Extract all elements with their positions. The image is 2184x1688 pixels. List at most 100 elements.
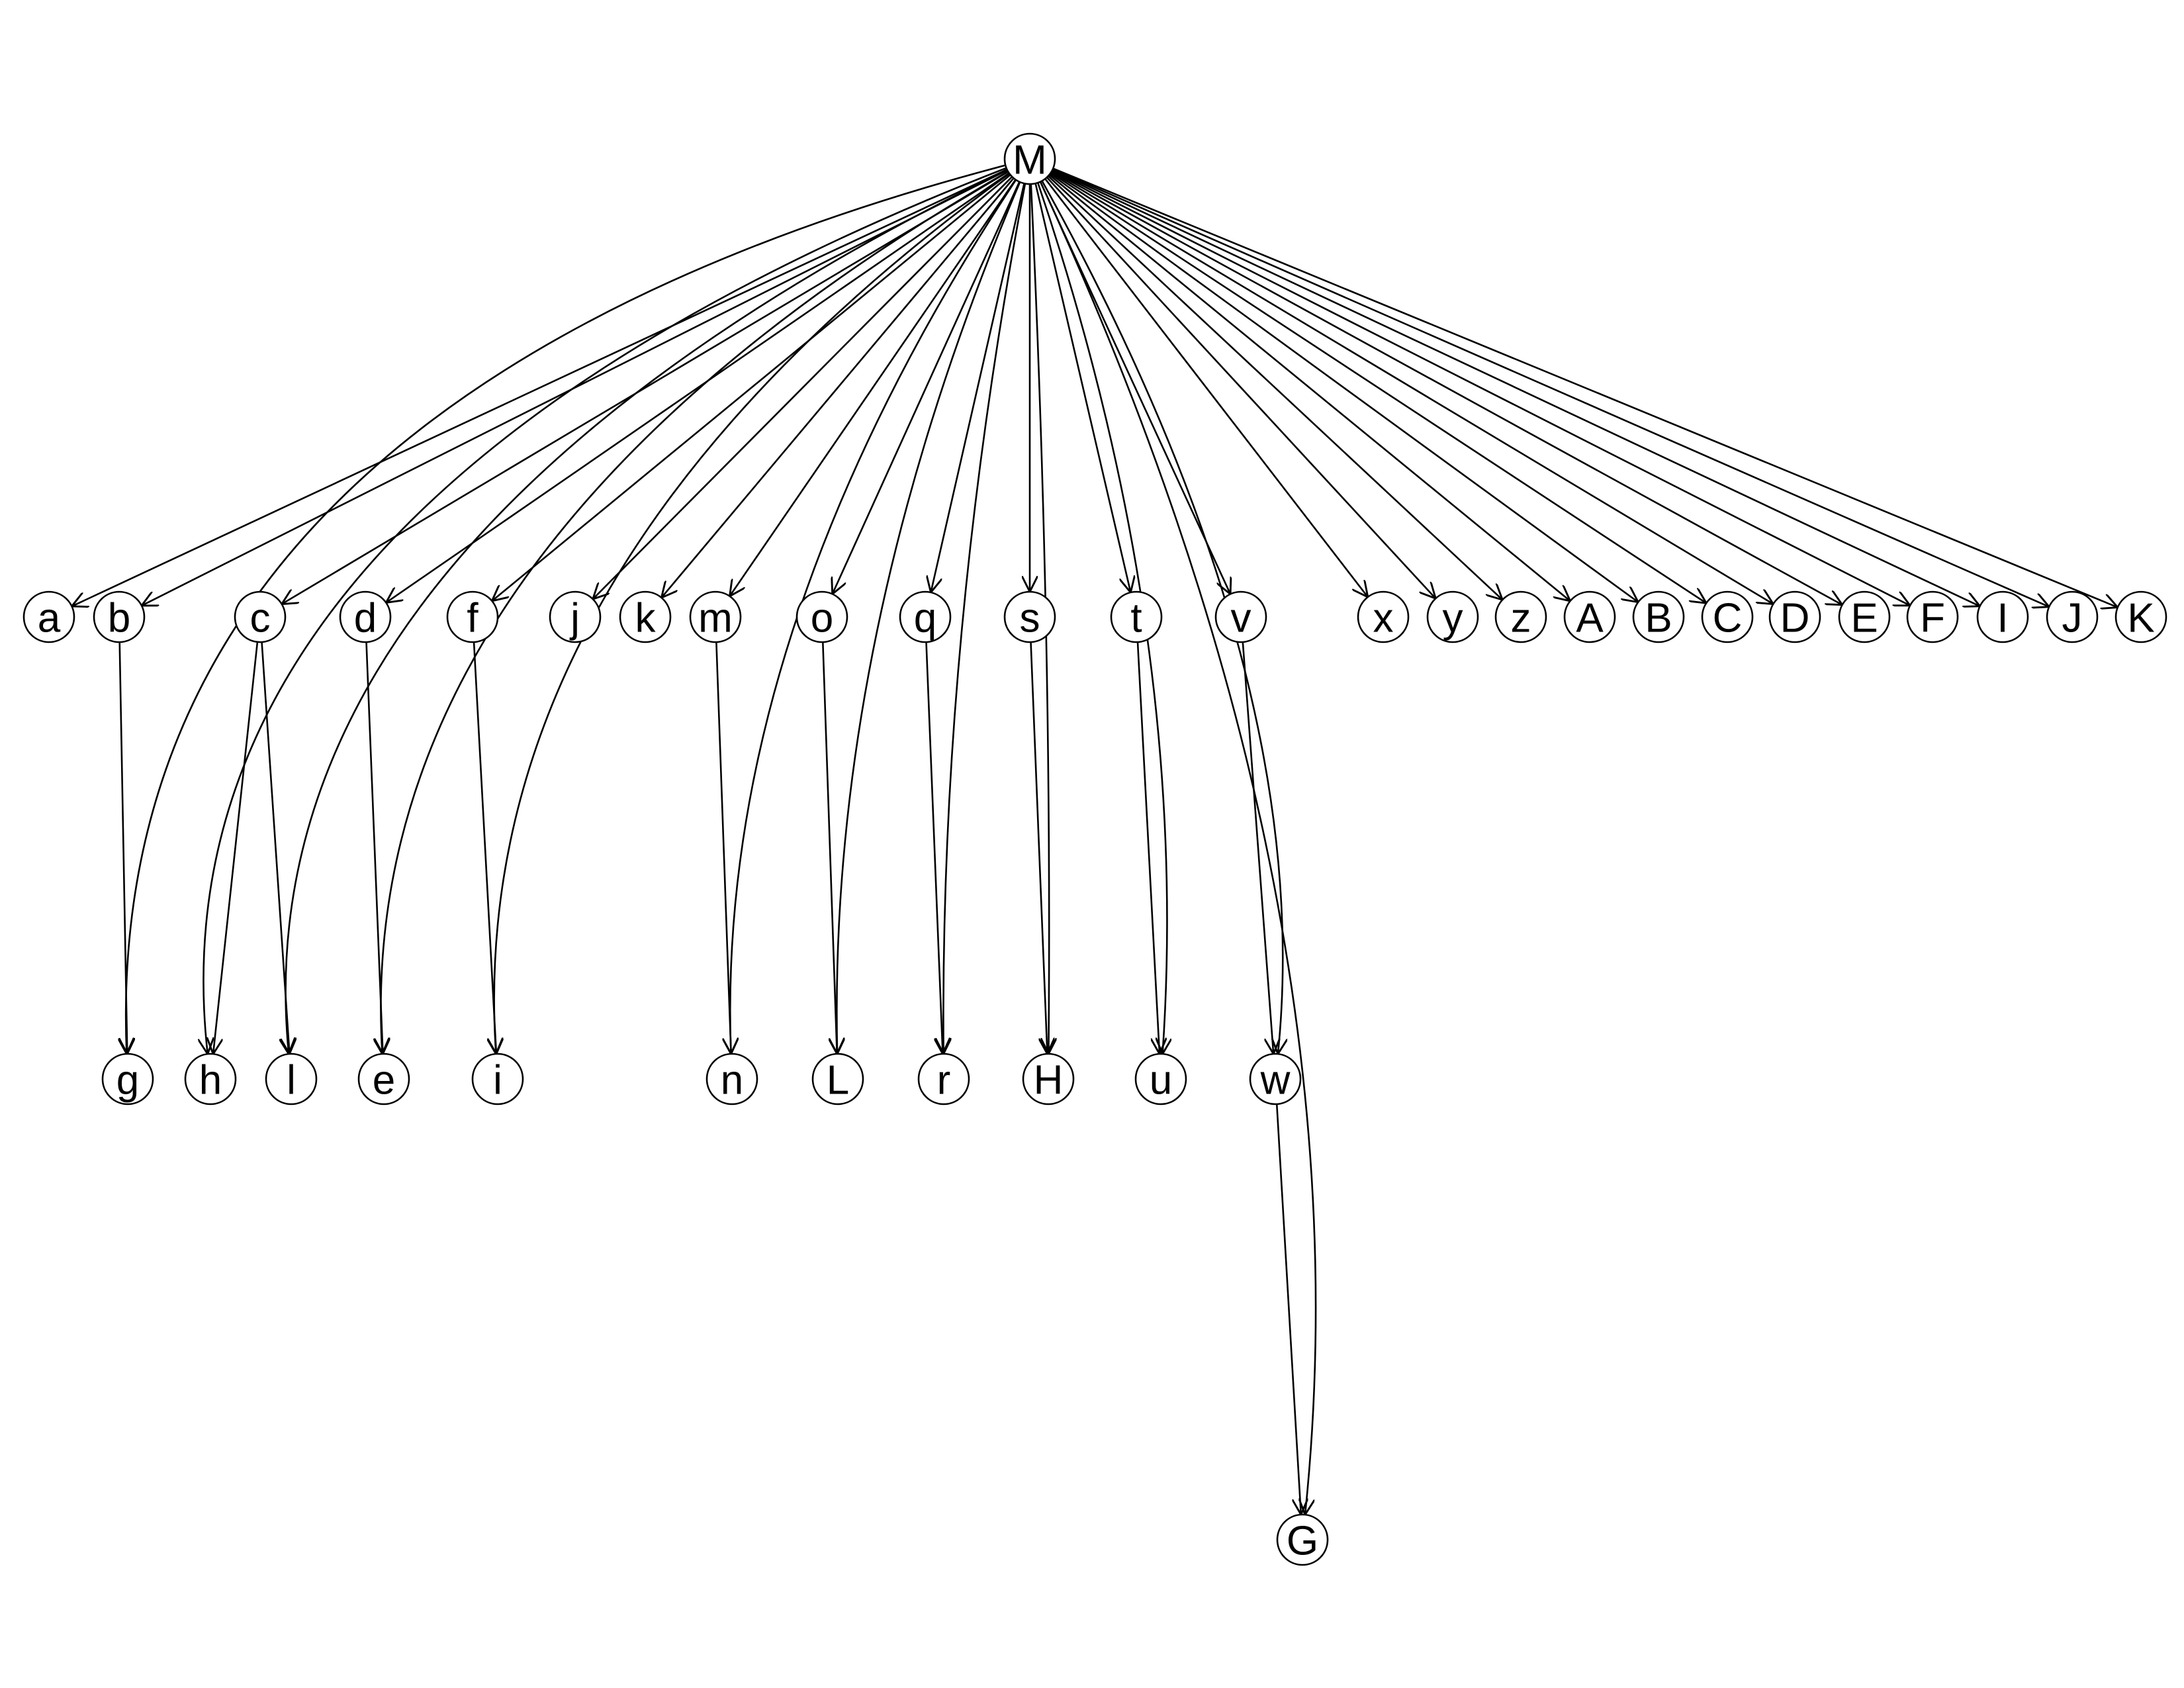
edge-M-z xyxy=(1047,175,1502,600)
node-circle-o xyxy=(796,590,848,643)
node-label-d: d xyxy=(354,596,377,641)
node-d: d xyxy=(339,590,392,643)
edge-M-a xyxy=(71,168,1008,606)
node-u: u xyxy=(1134,1053,1187,1105)
node-s: s xyxy=(1003,590,1056,643)
edge-M-t xyxy=(1034,183,1131,592)
node-label-u: u xyxy=(1150,1058,1172,1103)
node-C: C xyxy=(1701,590,1754,643)
node-label-o: o xyxy=(811,596,833,641)
node-circle-e xyxy=(357,1053,410,1105)
node-circle-i xyxy=(471,1053,524,1105)
edge-o-L xyxy=(822,641,837,1054)
edge-M-o xyxy=(833,181,1021,594)
node-E: E xyxy=(1838,590,1891,643)
node-label-F: F xyxy=(1920,596,1945,641)
edge-M-C xyxy=(1050,171,1706,603)
node-label-A: A xyxy=(1576,596,1604,641)
edge-M-j xyxy=(593,176,1013,599)
node-circle-x xyxy=(1357,590,1410,643)
node-label-f: f xyxy=(467,596,478,641)
edge-t-u xyxy=(1136,641,1160,1054)
edge-M-m xyxy=(730,179,1017,596)
edge-M-B xyxy=(1049,173,1639,602)
node-circle-f xyxy=(446,590,499,643)
node-circle-w xyxy=(1249,1053,1302,1105)
node-circle-u xyxy=(1134,1053,1187,1105)
edge-M-e xyxy=(381,170,1009,1054)
edge-M-d xyxy=(386,172,1010,603)
node-v: v xyxy=(1214,590,1267,643)
node-y: y xyxy=(1426,590,1479,643)
node-circle-g xyxy=(101,1053,154,1105)
node-label-j: j xyxy=(569,596,580,641)
node-circle-t xyxy=(1110,590,1163,643)
node-circle-k xyxy=(619,590,672,643)
node-circle-L xyxy=(811,1053,864,1105)
edge-M-n xyxy=(730,179,1017,1054)
node-circle-A xyxy=(1563,590,1616,643)
edge-w-G xyxy=(1275,1103,1301,1515)
node-D: D xyxy=(1768,590,1821,643)
edge-v-w xyxy=(1242,641,1273,1054)
node-label-B: B xyxy=(1645,596,1672,641)
edge-M-y xyxy=(1046,177,1435,598)
node-circle-b xyxy=(93,590,146,643)
node-circle-C xyxy=(1701,590,1754,643)
node-label-x: x xyxy=(1373,596,1394,641)
node-label-t: t xyxy=(1130,596,1142,641)
edge-M-g xyxy=(126,164,1006,1054)
edge-q-r xyxy=(925,641,943,1054)
node-label-y: y xyxy=(1443,596,1463,641)
node-label-G: G xyxy=(1287,1519,1318,1564)
node-n: n xyxy=(705,1053,758,1105)
node-label-J: J xyxy=(2062,596,2083,641)
node-label-e: e xyxy=(373,1058,395,1103)
node-circle-D xyxy=(1768,590,1821,643)
edge-M-c xyxy=(282,171,1009,604)
node-x: x xyxy=(1357,590,1410,643)
node-b: b xyxy=(93,590,146,643)
node-m: m xyxy=(689,590,742,643)
node-e: e xyxy=(357,1053,410,1105)
node-circle-h xyxy=(184,1053,237,1105)
node-label-h: h xyxy=(199,1058,222,1103)
edge-M-f xyxy=(492,174,1011,601)
node-c: c xyxy=(234,590,287,643)
node-A: A xyxy=(1563,590,1616,643)
node-label-I: I xyxy=(1997,596,2008,641)
edge-f-i xyxy=(473,641,496,1054)
node-circle-d xyxy=(339,590,392,643)
node-label-E: E xyxy=(1850,596,1878,641)
node-circle-l xyxy=(265,1053,318,1105)
node-j: j xyxy=(549,590,602,643)
edge-M-k xyxy=(661,177,1015,598)
node-k: k xyxy=(619,590,672,643)
node-label-s: s xyxy=(1020,596,1040,641)
node-circle-s xyxy=(1003,590,1056,643)
node-M: M xyxy=(1003,132,1056,185)
edge-m-n xyxy=(715,641,731,1054)
node-label-w: w xyxy=(1260,1058,1291,1103)
edges-layer xyxy=(71,164,2117,1515)
edge-M-I xyxy=(1052,169,1979,606)
node-circle-c xyxy=(234,590,287,643)
node-circle-E xyxy=(1838,590,1891,643)
edge-M-G xyxy=(1039,181,1317,1515)
node-o: o xyxy=(796,590,848,643)
node-label-g: g xyxy=(116,1058,139,1103)
edge-M-l xyxy=(286,169,1008,1055)
node-circle-K xyxy=(2115,590,2167,643)
node-circle-r xyxy=(917,1053,970,1105)
node-label-m: m xyxy=(698,596,733,641)
node-label-i: i xyxy=(493,1058,502,1103)
node-t: t xyxy=(1110,590,1163,643)
edge-M-h xyxy=(203,167,1007,1054)
node-J: J xyxy=(2046,590,2099,643)
edge-M-r xyxy=(943,183,1026,1054)
node-circle-H xyxy=(1022,1053,1075,1105)
node-r: r xyxy=(917,1053,970,1105)
node-label-a: a xyxy=(38,596,61,641)
node-label-r: r xyxy=(937,1058,951,1103)
edge-b-g xyxy=(118,641,128,1054)
